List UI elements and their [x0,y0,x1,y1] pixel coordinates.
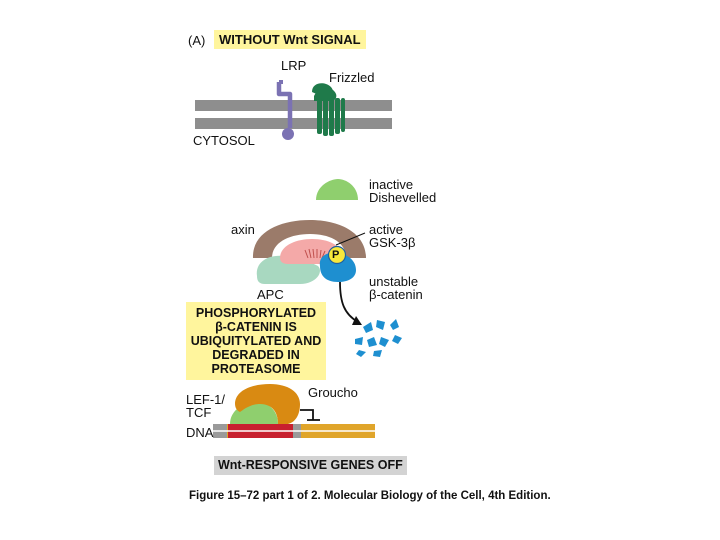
dna-strand [213,424,375,438]
groucho-label: Groucho [308,385,358,400]
panel-letter: (A) [188,33,205,48]
dishevelled-protein [316,179,358,200]
genes-status-badge: Wnt-RESPONSIVE GENES OFF [214,456,407,475]
degradation-arrow [340,282,362,325]
repression-symbol [300,410,320,420]
lef-label-line2: TCF [186,405,211,420]
apc-label: APC [257,287,284,302]
destruction-complex [253,220,366,284]
caption-line: PROTEASOME [189,362,323,376]
dishevelled-label-line2: Dishevelled [369,190,436,205]
lrp-label: LRP [281,58,306,73]
caption-line: β-CATENIN IS [189,320,323,334]
degraded-fragments [355,319,402,357]
figure-caption: Figure 15–72 part 1 of 2. Molecular Biol… [189,489,551,504]
caption-line: DEGRADED IN [189,348,323,362]
frizzled-label: Frizzled [329,70,375,85]
phosphate-label: P [332,249,339,261]
beta-catenin-label-line2: β-catenin [369,287,423,302]
axin-label: axin [231,222,255,237]
caption-line: UBIQUITYLATED AND [189,334,323,348]
cytosol-label: CYTOSOL [193,133,255,148]
gsk-label-line2: GSK-3β [369,235,416,250]
dna-label: DNA [186,425,213,440]
panel-title: WITHOUT Wnt SIGNAL [214,30,366,49]
cell-membrane [195,100,392,129]
degradation-caption: PHOSPHORYLATED β-CATENIN IS UBIQUITYLATE… [186,302,326,380]
caption-line: PHOSPHORYLATED [189,306,323,320]
